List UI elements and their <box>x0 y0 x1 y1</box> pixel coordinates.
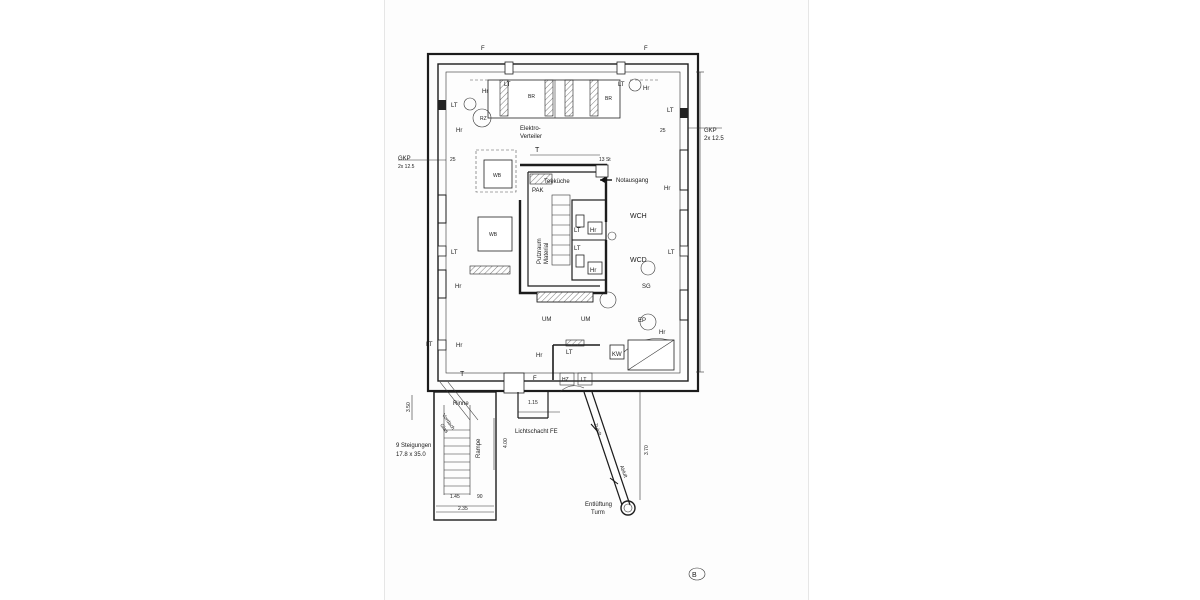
hr-label: Hr <box>455 284 461 290</box>
hr-label: Hr <box>456 128 462 134</box>
wcd-label: WCD <box>630 257 647 264</box>
rz-label: RZ <box>480 116 487 122</box>
kw-label: KW <box>612 352 622 358</box>
dim-145-label: 1.45 <box>450 494 460 500</box>
wb-label: WB <box>489 232 498 238</box>
f-label: F <box>481 46 485 52</box>
dim-25-label: 25 <box>660 128 666 134</box>
arrows <box>590 177 619 485</box>
lt-label: LT <box>574 228 581 234</box>
gkp-dim-label: 2x 12.5 <box>704 136 724 142</box>
lt-label: LT <box>667 108 674 114</box>
hr-label: Hr <box>482 89 488 95</box>
gkp-dim-label: 2x 12.5 <box>398 164 415 170</box>
br-label: BR <box>528 94 535 100</box>
f-label: F <box>644 46 648 52</box>
wch-label: WCH <box>630 213 647 220</box>
lt-label: LT <box>574 246 581 252</box>
lt-label: LT <box>504 82 511 88</box>
exterior-stair <box>433 381 549 521</box>
hr-label: Hr <box>536 353 542 359</box>
dim-235-label: 2.35 <box>458 506 468 512</box>
lt-label: LT <box>451 103 458 109</box>
um-label: UM <box>542 317 551 323</box>
hr-label: Hr <box>456 343 462 349</box>
ep-label: EP <box>638 318 646 324</box>
turm-label: Turm <box>591 510 605 516</box>
steigungen-label: 9 Steigungen <box>396 443 431 449</box>
material-label: Material <box>544 243 550 264</box>
lt-label: LT <box>451 250 458 256</box>
dim-400-label: 4.00 <box>503 438 509 448</box>
sg-label: SG <box>642 284 651 290</box>
lichtschacht-label: Lichtschacht FE <box>515 429 558 435</box>
t-label: T <box>460 371 465 378</box>
teekuche-label: Teeküche <box>544 179 570 185</box>
um-label: UM <box>581 317 590 323</box>
hz-label: HZ <box>562 377 569 383</box>
br-label: BR <box>605 96 612 102</box>
page-mark-label: B <box>692 572 697 579</box>
furniture <box>469 149 675 371</box>
notausgang-label: Notausgang <box>616 178 648 184</box>
dimension-lines <box>398 71 722 500</box>
dim-115-label: 1.15 <box>528 400 538 406</box>
dim-90-label: 90 <box>477 494 483 500</box>
f-label: F <box>533 376 537 382</box>
rampe-label: Rampe <box>476 438 482 458</box>
steigungen-dim-label: 17.8 x 35.0 <box>396 452 426 458</box>
stairs-note-label: 13 St <box>599 157 611 163</box>
door-swings <box>463 78 670 393</box>
hr-label: Hr <box>590 228 596 234</box>
gkp-label: GKP <box>398 156 411 162</box>
lt-label: LT <box>581 377 586 383</box>
entluftung-label: Entlüftung <box>585 502 612 508</box>
wb-label: WB <box>493 173 502 179</box>
verteiler-label: Verteiler <box>520 134 542 140</box>
glas-label: Glas <box>438 423 449 435</box>
putzraum-label: Putzraum <box>537 238 543 264</box>
page-mark-circle <box>688 567 706 581</box>
lt-label: LT <box>426 342 433 348</box>
rinne-label: Rinne <box>453 401 469 407</box>
hr-label: Hr <box>664 186 670 192</box>
outer-walls <box>426 52 700 393</box>
hr-label: Hr <box>590 268 596 274</box>
hr-label: Hr <box>659 330 665 336</box>
abluft-label: Abluft <box>618 465 628 480</box>
lt-label: LT <box>566 350 573 356</box>
dim-370-label: 3.70 <box>644 445 650 455</box>
hr-label: Hr <box>643 86 649 92</box>
bottom-walls <box>503 339 600 394</box>
core-walls <box>518 154 617 295</box>
labels: F F LT LT BR BR Hr Hr LT LT RZ Hr Elektr… <box>396 46 724 579</box>
lt-label: LT <box>668 250 675 256</box>
lt-label: LT <box>618 82 625 88</box>
top-rooms <box>470 79 660 119</box>
dim-25-label: 25 <box>450 157 456 163</box>
zuluft-label: Zuluft <box>592 423 602 437</box>
windows <box>437 61 689 351</box>
ventilation-duct <box>583 391 636 516</box>
pak-label: PAK <box>532 188 544 194</box>
dim-350-label: 3.50 <box>406 402 412 412</box>
elektro-label: Elektro- <box>520 126 541 132</box>
gkp-label: GKP <box>704 128 717 134</box>
t-label: T <box>535 147 540 154</box>
